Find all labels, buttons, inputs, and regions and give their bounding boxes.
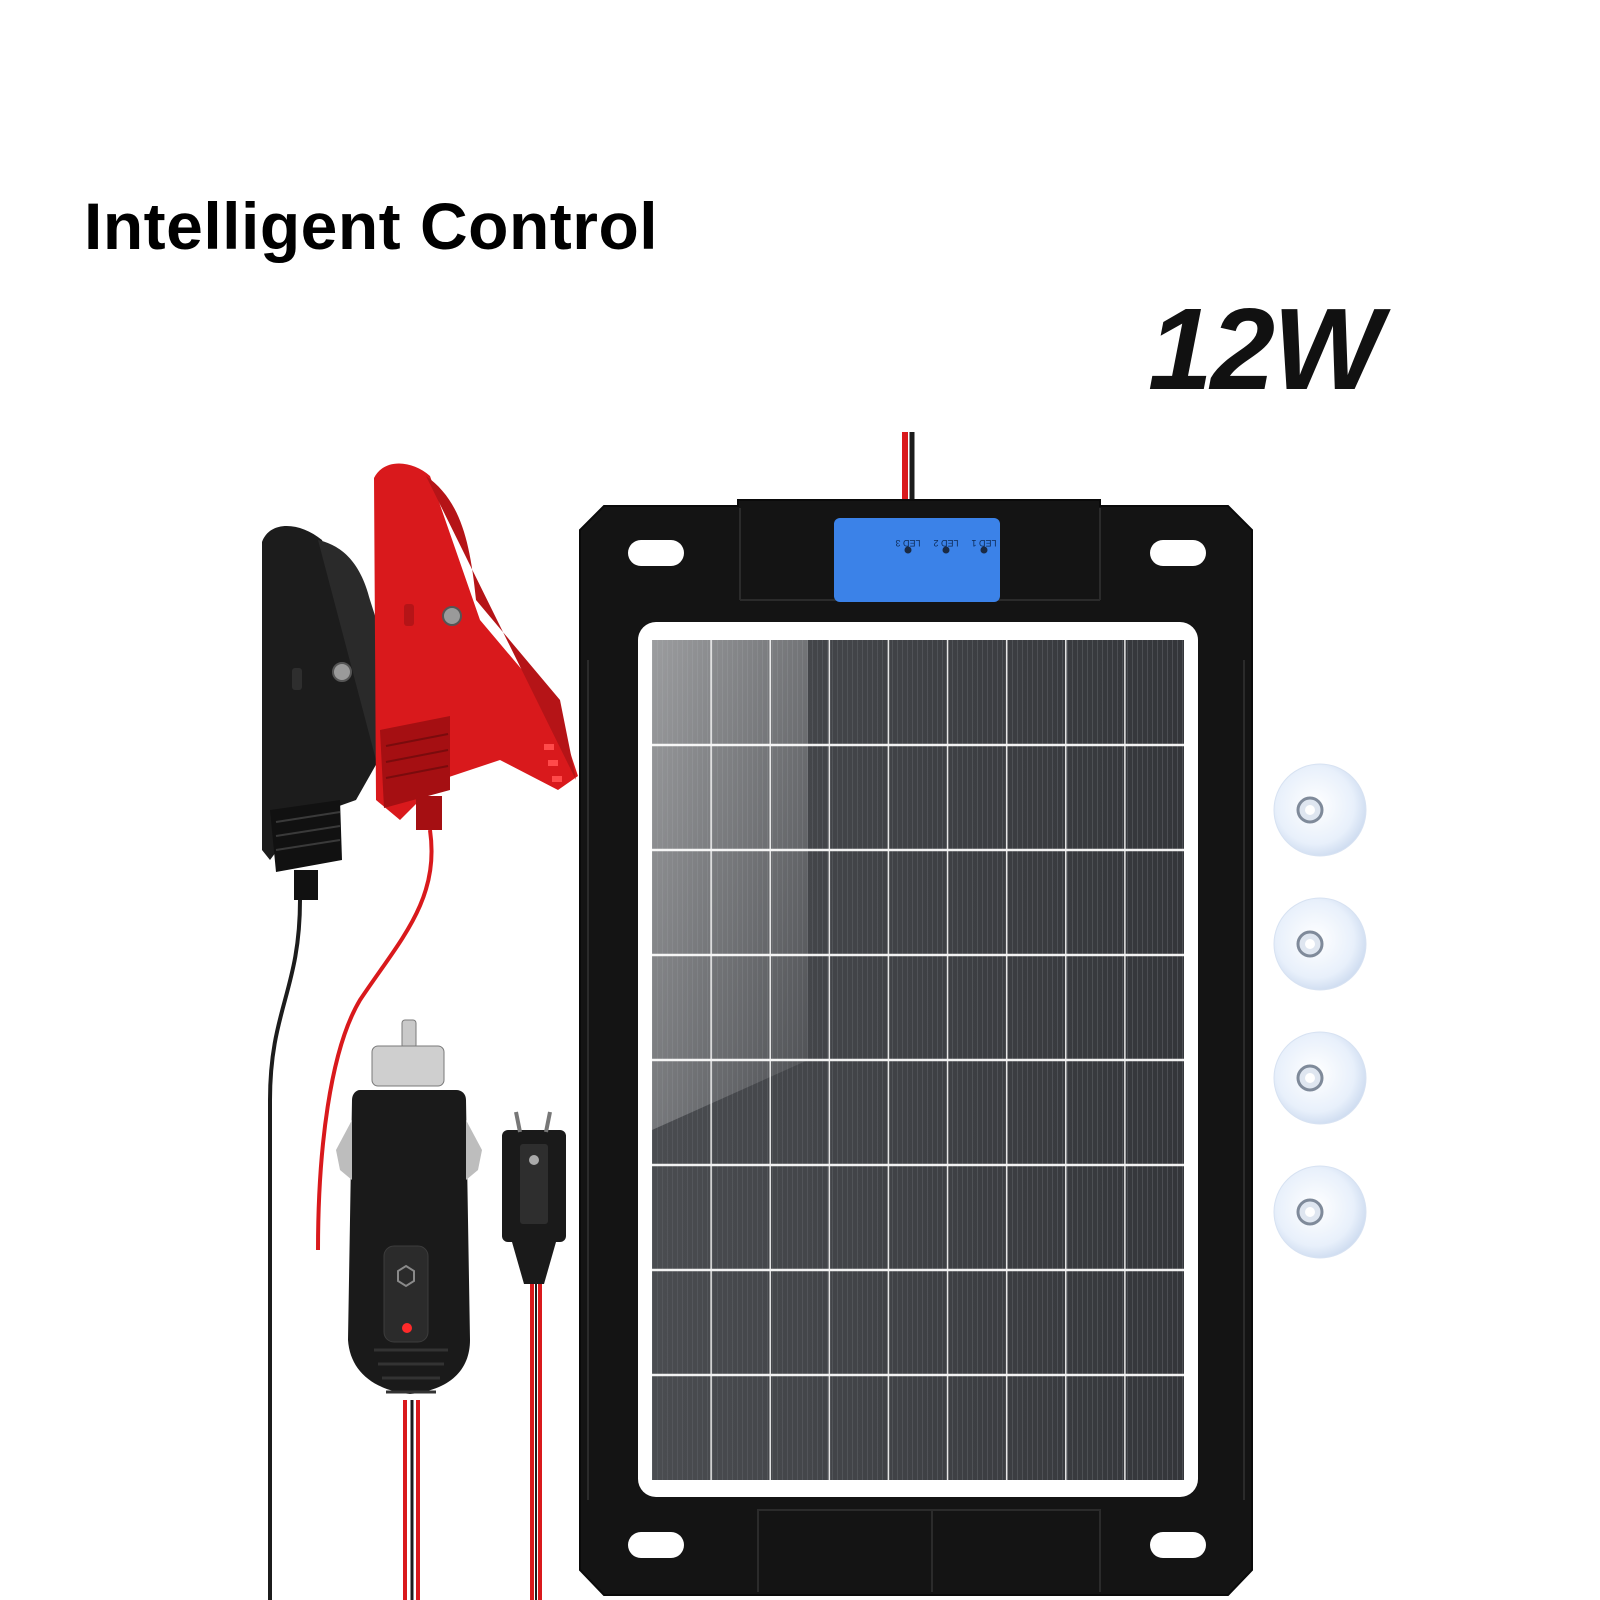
- plug-tip: [401, 1019, 417, 1049]
- sae-connector: [502, 1111, 566, 1600]
- led-indicator-3: [904, 546, 912, 554]
- mount-hole-bottom-right: [1150, 1532, 1206, 1558]
- mount-hole-top-left: [628, 540, 684, 566]
- solar-panel: LED 3 LED 2 LED 1: [579, 432, 1253, 1596]
- headline: Intelligent Control: [84, 189, 659, 263]
- black-clip-body: [262, 526, 390, 860]
- led-label-1: LED 1: [971, 538, 996, 548]
- plug-fuse-cap: [383, 1245, 429, 1343]
- led-indicator-2: [942, 546, 950, 554]
- suction-cup: [1273, 763, 1367, 857]
- suction-cup: [1273, 1165, 1367, 1259]
- led-label-3: LED 3: [895, 538, 920, 548]
- charge-controller: [834, 518, 1000, 602]
- suction-cup: [1273, 897, 1367, 991]
- panel-glare: [652, 640, 808, 1130]
- red-clip-pivot: [442, 606, 462, 626]
- suction-cups: [1273, 763, 1367, 1259]
- suction-cup: [1273, 1031, 1367, 1125]
- plug-body: [348, 1090, 470, 1394]
- black-clip-pivot: [332, 662, 352, 682]
- red-clip: [316, 463, 578, 1251]
- mount-hole-bottom-left: [628, 1532, 684, 1558]
- power-led: [402, 1323, 412, 1333]
- led-indicator-1: [980, 546, 988, 554]
- wattage-label: 12W: [1148, 284, 1383, 414]
- led-label-2: LED 2: [933, 538, 958, 548]
- red-clip-grip: [380, 716, 450, 808]
- plug-metal-ring: [371, 1045, 445, 1087]
- black-cable: [268, 899, 302, 1600]
- hex-icon: [397, 1264, 415, 1288]
- cigarette-lighter-plug: [336, 1019, 482, 1600]
- black-clip-grip: [270, 800, 342, 872]
- mount-hole-top-right: [1150, 540, 1206, 566]
- red-cable: [316, 829, 434, 1251]
